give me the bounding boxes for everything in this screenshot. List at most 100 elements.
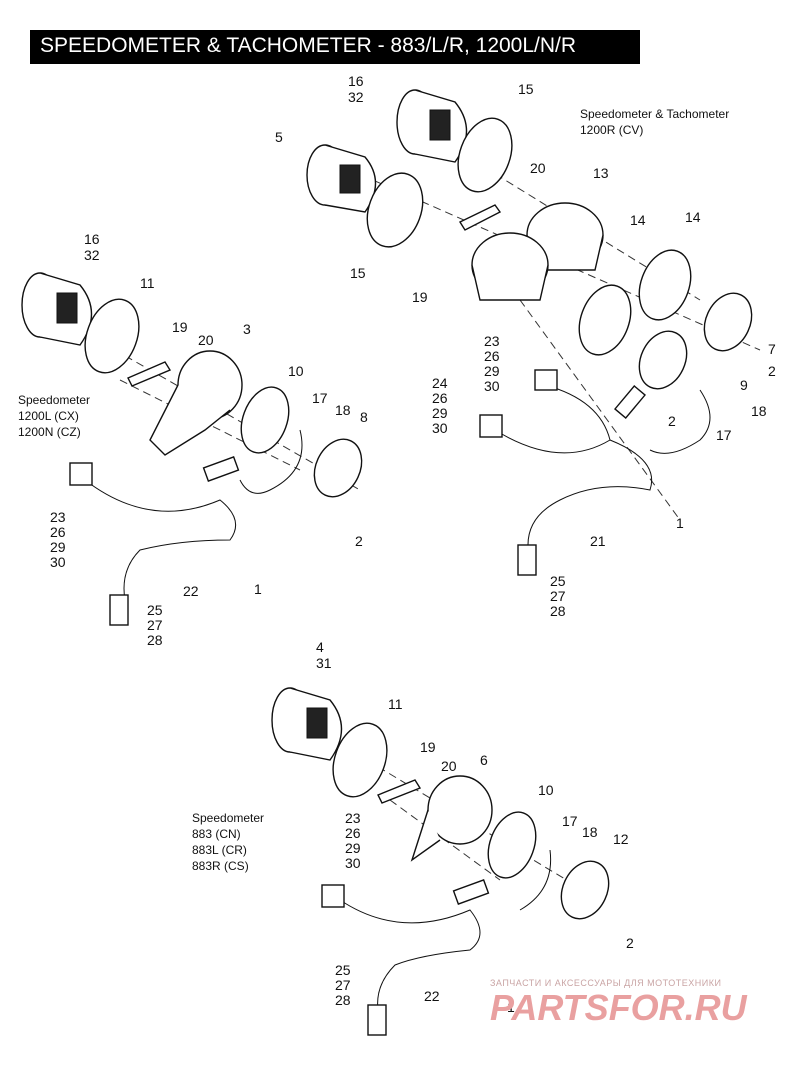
callout: 29 <box>484 363 500 379</box>
callout: 28 <box>335 992 351 1008</box>
callout: 21 <box>590 533 606 549</box>
callout: 32 <box>348 89 364 105</box>
housing-6 <box>427 775 493 845</box>
speedometer-gauge-5 <box>306 144 377 213</box>
caption-cv-2: 1200R (CV) <box>580 123 643 137</box>
page-title: SPEEDOMETER & TACHOMETER - 883/L/R, 1200… <box>40 34 577 57</box>
callout: 28 <box>147 632 163 648</box>
callout: 16 <box>348 73 364 89</box>
callout: 28 <box>550 603 566 619</box>
callout: 19 <box>172 319 188 335</box>
assembly-cx <box>21 272 363 626</box>
callout: 20 <box>441 758 457 774</box>
callout: 30 <box>432 420 448 436</box>
callout: 11 <box>388 696 403 712</box>
wiring-harness-22-cn <box>339 899 481 1011</box>
callout: 15 <box>350 265 366 281</box>
callout: 19 <box>420 739 436 755</box>
wiring-harness-22-cx <box>84 479 237 601</box>
assembly-cv <box>306 89 761 576</box>
callout: 13 <box>593 165 609 181</box>
callout: 16 <box>84 231 100 247</box>
callout: 12 <box>613 831 629 847</box>
ring-15-lower <box>366 172 424 248</box>
callout: 2 <box>355 533 363 549</box>
callout: 18 <box>335 402 351 418</box>
callout: 2 <box>668 413 676 429</box>
back-plate-12 <box>560 860 610 920</box>
callout: 23 <box>484 333 500 349</box>
callout: 19 <box>412 289 428 305</box>
callout: 11 <box>140 275 155 291</box>
tachometer-gauge <box>396 89 468 163</box>
callout: 24 <box>432 375 448 391</box>
callout: 30 <box>484 378 500 394</box>
title-bar: SPEEDOMETER & TACHOMETER - 883/L/R, 1200… <box>30 30 640 64</box>
callout: 18 <box>751 403 767 419</box>
ring-14-right <box>638 249 692 321</box>
callout: 1 <box>507 999 515 1015</box>
ring-14-left <box>578 284 632 356</box>
callout: 3 <box>243 321 251 337</box>
callout: 2 <box>626 935 634 951</box>
callout: 22 <box>183 583 199 599</box>
callout: 25 <box>335 962 351 978</box>
callout: 26 <box>432 390 448 406</box>
callout: 20 <box>530 160 546 176</box>
callout: 31 <box>316 655 332 671</box>
callout: 1 <box>254 581 262 597</box>
callout: 29 <box>50 539 66 555</box>
caption-cn-1: Speedometer <box>192 811 264 825</box>
bracket-20-cv <box>458 204 502 231</box>
callout: 25 <box>147 602 163 618</box>
ring-11-cn <box>332 722 388 798</box>
caption-cx-1: Speedometer <box>18 393 90 407</box>
callout: 27 <box>335 977 351 993</box>
callout: 14 <box>685 209 701 225</box>
ring-15-upper <box>457 117 513 193</box>
callout: 17 <box>562 813 578 829</box>
callout: 1 <box>676 515 684 531</box>
caption-cx-2: 1200L (CX) <box>18 409 79 423</box>
callout: 26 <box>50 524 66 540</box>
callout: 10 <box>538 782 554 798</box>
callout: 14 <box>630 212 646 228</box>
callout: 9 <box>740 377 748 393</box>
back-plate-9 <box>638 330 688 390</box>
watermark-logo: PARTSFOR.RU <box>490 987 748 1028</box>
callout: 20 <box>198 332 214 348</box>
callout: 27 <box>550 588 566 604</box>
callout: 22 <box>424 988 440 1004</box>
back-plate-7 <box>703 292 753 352</box>
ring-10-cn <box>487 811 537 879</box>
callout: 25 <box>550 573 566 589</box>
ring-11-cx <box>84 298 140 374</box>
watermark-tagline: ЗАПЧАСТИ И АКСЕССУАРЫ ДЛЯ МОТОТЕХНИКИ <box>490 978 721 988</box>
caption-cn-4: 883R (CS) <box>192 859 249 873</box>
caption-cx-3: 1200N (CZ) <box>18 425 81 439</box>
callout: 18 <box>582 824 598 840</box>
callout: 4 <box>316 639 324 655</box>
callout: 26 <box>484 348 500 364</box>
callout: 30 <box>50 554 66 570</box>
callout: 15 <box>518 81 534 97</box>
callout: 7 <box>768 341 776 357</box>
callout: 27 <box>147 617 163 633</box>
back-plate-8 <box>313 438 363 498</box>
callout: 30 <box>345 855 361 871</box>
assembly-cn <box>271 687 610 1036</box>
caption-cv-1: Speedometer & Tachometer <box>580 107 729 121</box>
callout: 23 <box>345 810 361 826</box>
callout: 32 <box>84 247 100 263</box>
callout: 10 <box>288 363 304 379</box>
callout: 29 <box>432 405 448 421</box>
callout: 29 <box>345 840 361 856</box>
wiring-harness-21 <box>494 429 652 561</box>
caption-cn-3: 883L (CR) <box>192 843 247 857</box>
callout: 8 <box>360 409 368 425</box>
callout: 2 <box>768 363 776 379</box>
callout: 5 <box>275 129 283 145</box>
caption-cn-2: 883 (CN) <box>192 827 241 841</box>
callout: 26 <box>345 825 361 841</box>
